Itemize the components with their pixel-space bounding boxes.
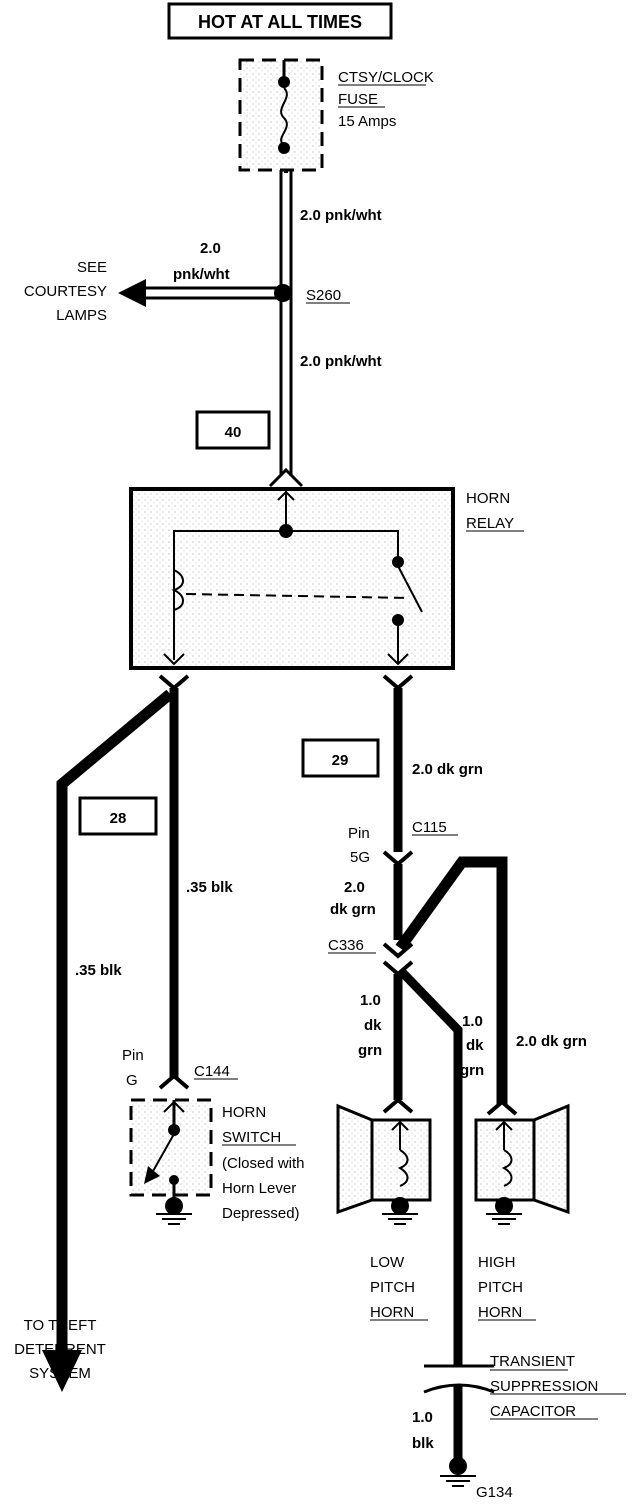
wire-label-relay-out: 2.0 dk grn (412, 761, 483, 778)
horn-relay (129, 487, 455, 670)
c144-label: C144 (194, 1063, 230, 1080)
horn-switch-label-2: SWITCH (222, 1129, 281, 1146)
capacitor-label-3: CAPACITOR (490, 1403, 576, 1420)
c336-label: C336 (328, 937, 364, 954)
ground-wire-color: blk (412, 1435, 434, 1452)
branch-courtesy (118, 279, 292, 307)
theft-label-3: SYSTEM (29, 1365, 91, 1382)
high-pitch-horn (474, 1099, 570, 1225)
high-horn-label-2: PITCH (478, 1279, 523, 1296)
circuit-40-box (195, 410, 271, 450)
relay-label-1: HORN (466, 490, 510, 507)
wire-label-mid-gauge: 2.0 (344, 879, 365, 896)
wire-high-horn (395, 856, 508, 1104)
relay-label-2: RELAY (466, 515, 514, 532)
courtesy-1: SEE (77, 259, 107, 276)
theft-arrow (42, 1350, 82, 1392)
courtesy-2: COURTESY (24, 283, 107, 300)
wire-label-high: 2.0 dk grn (516, 1033, 587, 1050)
circuit-28: 28 (110, 810, 127, 827)
ground-wire-gauge: 1.0 (412, 1409, 433, 1426)
c144-pin-1: Pin (122, 1047, 144, 1064)
title-frame (167, 2, 393, 40)
wire-label-low-c2: grn (358, 1042, 382, 1059)
theft-label-1: TO THEFT (24, 1317, 97, 1334)
ground-label: G134 (476, 1484, 513, 1501)
fuse (238, 58, 324, 172)
c115-pin-2: 5G (350, 849, 370, 866)
circuit-40: 40 (225, 424, 242, 441)
wire-label-mid-color: dk grn (330, 901, 376, 918)
horn-switch-label-1: HORN (222, 1104, 266, 1121)
low-horn-label-1: LOW (370, 1254, 405, 1271)
fuse-name-2: FUSE (338, 91, 378, 108)
capacitor-label-1: TRANSIENT (490, 1353, 575, 1370)
wire-label-cap-c1: dk (466, 1037, 484, 1054)
circuit-28-box (78, 796, 158, 836)
c115-label: C115 (412, 819, 447, 836)
fuse-name-1: CTSY/CLOCK (338, 69, 434, 86)
wire-label-low-g: 1.0 (360, 992, 381, 1009)
branch-color: pnk/wht (173, 266, 230, 283)
courtesy-3: LAMPS (56, 307, 107, 324)
page-title: HOT AT ALL TIMES (198, 12, 362, 32)
wire-label-theft: .35 blk (75, 962, 122, 979)
c144-pin-2: G (126, 1072, 138, 1089)
splice-label: S260 (306, 287, 341, 304)
high-horn-label-3: HORN (478, 1304, 522, 1321)
branch-gauge: 2.0 (200, 240, 221, 257)
wire-label-cap-g: 1.0 (462, 1013, 483, 1030)
horn-switch-note-1: (Closed with (222, 1155, 305, 1172)
wire-pnk-wht (279, 170, 293, 476)
horn-switch-note-2: Horn Lever (222, 1180, 296, 1197)
capacitor-label-2: SUPPRESSION (490, 1378, 598, 1395)
wire-label-low-c1: dk (364, 1017, 382, 1034)
wire-label-switch: .35 blk (186, 879, 233, 896)
c115-pin-1: Pin (348, 825, 370, 842)
wire-label-below-splice: 2.0 pnk/wht (300, 353, 382, 370)
wire-capacitor (398, 968, 463, 1366)
fuse-rating: 15 Amps (338, 113, 396, 130)
low-horn-label-2: PITCH (370, 1279, 415, 1296)
low-horn-label-3: HORN (370, 1304, 414, 1321)
horn-switch (129, 1098, 213, 1225)
high-horn-label-1: HIGH (478, 1254, 516, 1271)
wire-theft (56, 689, 174, 1350)
wire-label-cap-c2: grn (460, 1062, 484, 1079)
low-pitch-horn (336, 1097, 432, 1225)
wire-label-top: 2.0 pnk/wht (300, 207, 382, 224)
horn-switch-note-3: Depressed) (222, 1205, 300, 1222)
theft-label-2: DETERRENT (14, 1341, 106, 1358)
circuit-29: 29 (332, 752, 349, 769)
suppression-capacitor (423, 1364, 495, 1487)
circuit-29-box (301, 738, 380, 778)
